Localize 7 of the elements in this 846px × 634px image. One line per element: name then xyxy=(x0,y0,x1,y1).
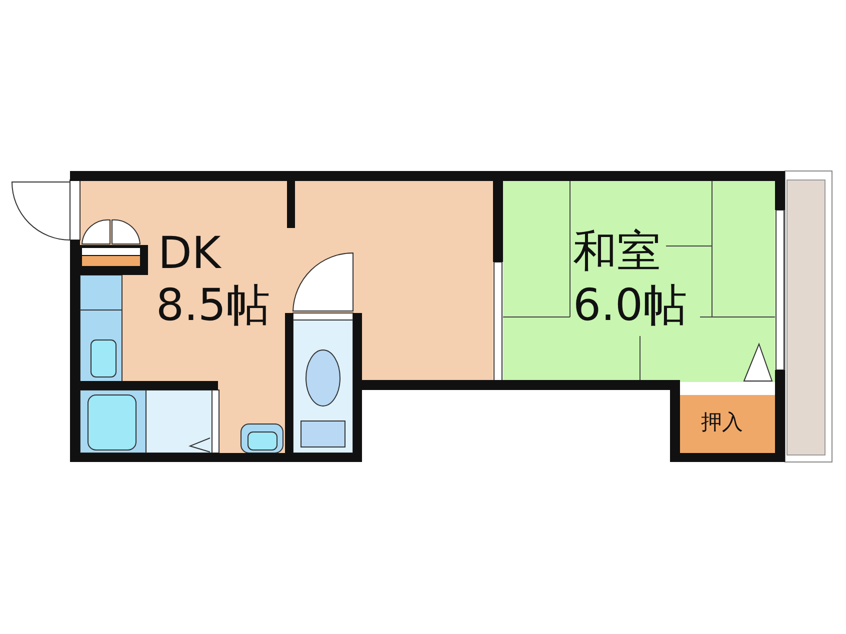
room xyxy=(503,180,775,382)
room xyxy=(680,395,775,453)
room-name: DK xyxy=(158,232,221,276)
room-name: 押入 xyxy=(701,412,743,433)
room-size-label: 6.0帖 xyxy=(573,284,687,328)
room-name: 和室 xyxy=(573,230,661,274)
room-size-label: 8.5帖 xyxy=(156,284,270,328)
